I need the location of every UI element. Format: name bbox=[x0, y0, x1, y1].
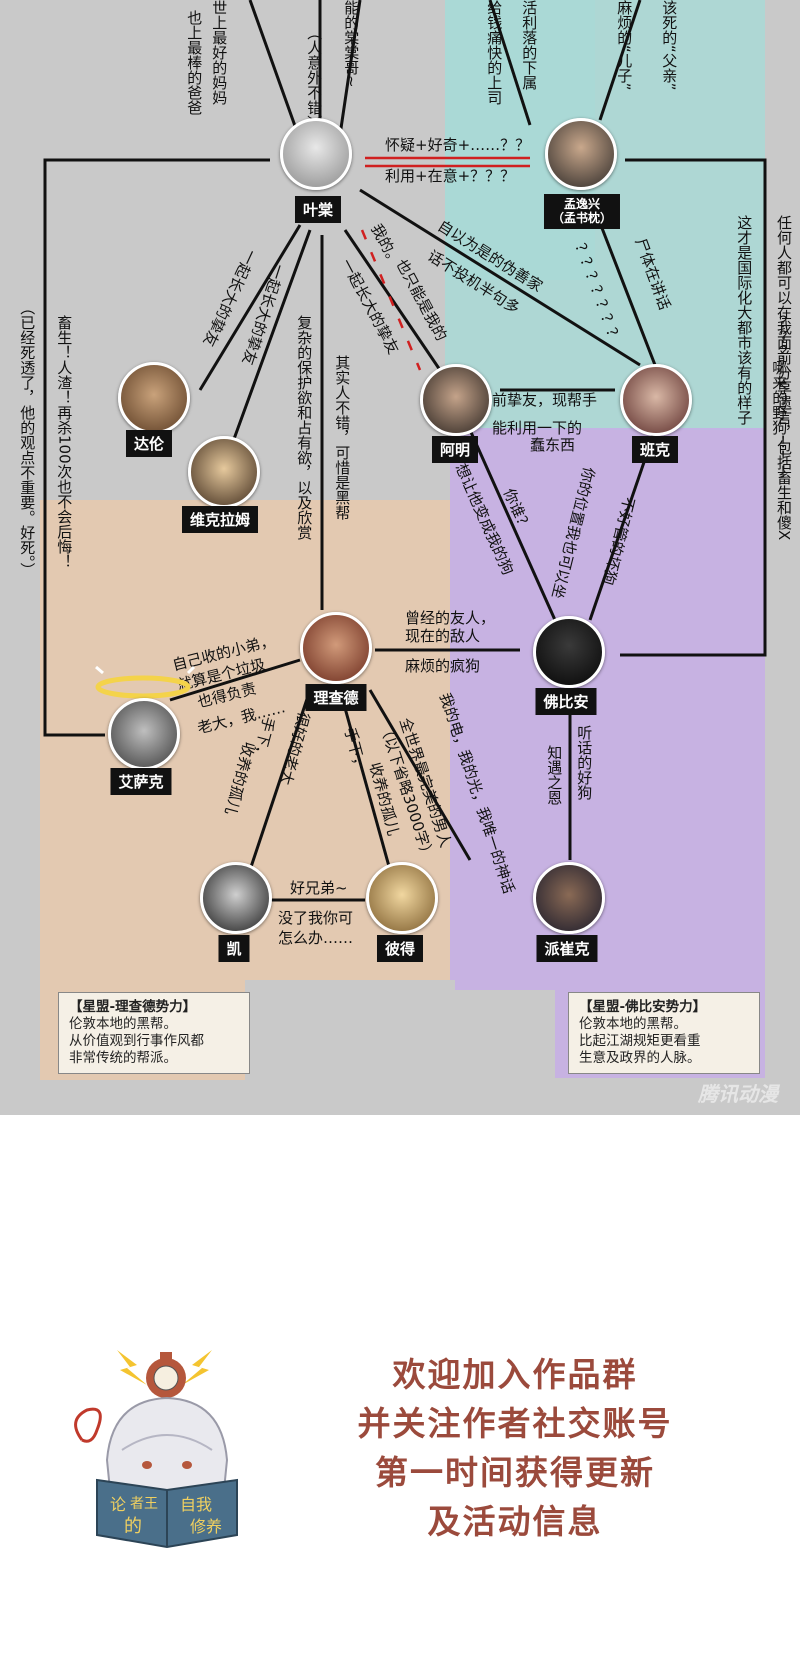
label-aming-ban-3: 蠢东西 bbox=[530, 436, 576, 454]
book-text-2: 者王 bbox=[130, 1496, 158, 1512]
label-tangtang: 能的棠棠哥~ bbox=[342, 0, 361, 88]
name-weikelamu: 维克拉姆 bbox=[181, 506, 259, 533]
watermark-logo: 腾讯动漫 bbox=[698, 1082, 778, 1106]
label-boss: 给钱痛快的上司 bbox=[485, 0, 504, 105]
halo-icon bbox=[95, 665, 196, 699]
faction-richard-box: 【星盟-理查德势力】 伦敦本地的黑帮。 从价值观到行事作风都 非常传统的帮派。 bbox=[58, 992, 250, 1074]
faction-richard-line1: 伦敦本地的黑帮。 bbox=[69, 1015, 177, 1032]
name-richard: 理查德 bbox=[305, 684, 367, 711]
label-fu-rich: 麻烦的疯狗 bbox=[405, 657, 481, 675]
faction-fubian-box: 【星盟-佛比安势力】 伦敦本地的黑帮。 比起江湖规矩更看重 生意及政界的人脉。 bbox=[568, 992, 760, 1074]
promo-line-3: 第一时间获得更新 bbox=[375, 1453, 655, 1492]
label-ye-richard-2: 其实人不错，可惜是黑帮 bbox=[333, 355, 352, 520]
label-left-note-2: 畜生！人渣！再杀100次也不会后悔！ bbox=[55, 315, 74, 569]
label-dead-father: 该死的“父亲” bbox=[660, 0, 679, 91]
purple-region bbox=[450, 428, 765, 1078]
faction-fubian-title: 【星盟-佛比安势力】 bbox=[579, 999, 707, 1015]
faction-fubian-line2: 比起江湖规矩更看重 bbox=[579, 1032, 701, 1049]
gray-cutout bbox=[245, 980, 455, 1115]
faction-richard-line2: 从价值观到行事作风都 bbox=[69, 1032, 204, 1049]
avatar-weikelamu bbox=[188, 436, 260, 508]
label-bide-kai-1: 没了我你可 bbox=[278, 909, 354, 927]
promo-line-2: 并关注作者社交账号 bbox=[357, 1404, 673, 1443]
name-fubian: 佛比安 bbox=[535, 688, 597, 715]
relationship-diagram: 世上最好的妈妈 也上最棒的爸爸 能的棠棠哥~ （人意外不错） 给钱痛快的上司 活… bbox=[0, 0, 800, 1115]
faction-fubian-line3: 生意及政界的人脉。 bbox=[579, 1049, 701, 1066]
label-left-note-1: （已经死透了，他的观点不重要。好死。） bbox=[18, 300, 37, 578]
label-ban-right-1: 这才是国际化大都市该有的样子 bbox=[735, 215, 754, 425]
label-rich-fu-2: 现在的敌人 bbox=[405, 627, 481, 645]
avatar-banke bbox=[620, 364, 692, 436]
label-aming-ban-1: 前挚友，现帮手 bbox=[492, 391, 598, 409]
label-fu-pai: 知遇之恩 bbox=[545, 745, 564, 805]
label-aming-ban-2: 能利用一下的 bbox=[492, 419, 583, 437]
promo-text: 欢迎加入作品群 并关注作者社交账号 第一时间获得更新 及活动信息 bbox=[330, 1350, 700, 1546]
avatar-mengyixing bbox=[545, 118, 617, 190]
mascot-reading-icon: 论 者王 的 自我 修养 bbox=[74, 1350, 238, 1549]
label-tangtang-note: （人意外不错） bbox=[305, 25, 324, 130]
book-text-1: 论 bbox=[110, 1495, 126, 1514]
avatar-bide bbox=[366, 862, 438, 934]
name-banke: 班克 bbox=[631, 436, 679, 463]
book-text-4: 自我 bbox=[180, 1495, 212, 1514]
label-ye-richard-1: 复杂的保护欲和占有欲，以及欣赏 bbox=[295, 315, 314, 540]
promo-line-4: 及活动信息 bbox=[427, 1502, 603, 1541]
name-aming: 阿明 bbox=[431, 436, 479, 463]
avatar-yetang bbox=[280, 118, 352, 190]
label-best-mom: 世上最好的妈妈 bbox=[210, 0, 229, 105]
connection-lines bbox=[43, 0, 767, 902]
label-wild-dog: ？？？哪来的野狗！！！ bbox=[770, 315, 789, 480]
label-ye-meng-2: 利用+在意+？？？ bbox=[385, 167, 516, 185]
avatar-fubian bbox=[533, 616, 605, 688]
faction-richard-line3: 非常传统的帮派。 bbox=[69, 1049, 177, 1066]
name-paicuike: 派崔克 bbox=[536, 935, 598, 962]
name-kai: 凯 bbox=[218, 935, 250, 962]
promo-line-1: 欢迎加入作品群 bbox=[392, 1355, 638, 1394]
faction-fubian-line1: 伦敦本地的黑帮。 bbox=[579, 1015, 687, 1032]
name-yetang: 叶棠 bbox=[294, 196, 342, 223]
avatar-dalun bbox=[118, 362, 190, 434]
label-ye-meng-1: 怀疑+好奇+……？？ bbox=[385, 136, 531, 154]
avatar-aming bbox=[420, 364, 492, 436]
gray-cutout-2 bbox=[450, 990, 555, 1115]
label-pai-fu: 听话的好狗 bbox=[575, 725, 594, 800]
label-bide-kai-2: 怎么办…… bbox=[278, 929, 354, 947]
label-trouble-son: 麻烦的“儿子” bbox=[615, 0, 634, 91]
avatar-richard bbox=[300, 612, 372, 684]
label-rich-fu-1: 曾经的友人， bbox=[405, 609, 496, 627]
name-dalun: 达伦 bbox=[125, 430, 173, 457]
book-text-3: 的 bbox=[124, 1516, 142, 1537]
avatar-paicuike bbox=[533, 862, 605, 934]
name-isaac: 艾萨克 bbox=[110, 768, 172, 795]
name-mengyixing: 孟逸兴 （孟书枕） bbox=[543, 194, 621, 229]
avatar-isaac bbox=[108, 698, 180, 770]
name-bide: 彼得 bbox=[376, 935, 424, 962]
label-best-dad: 也上最棒的爸爸 bbox=[185, 10, 204, 115]
avatar-kai bbox=[200, 862, 272, 934]
faction-richard-title: 【星盟-理查德势力】 bbox=[69, 999, 197, 1015]
book-text-5: 修养 bbox=[190, 1517, 222, 1536]
label-kai-bide: 好兄弟~ bbox=[290, 879, 348, 897]
label-ban-right-2: 任何人都可以在我面前分享遗言，包括畜生和傻X bbox=[775, 215, 793, 541]
label-sub: 活利落的下属 bbox=[520, 0, 539, 90]
